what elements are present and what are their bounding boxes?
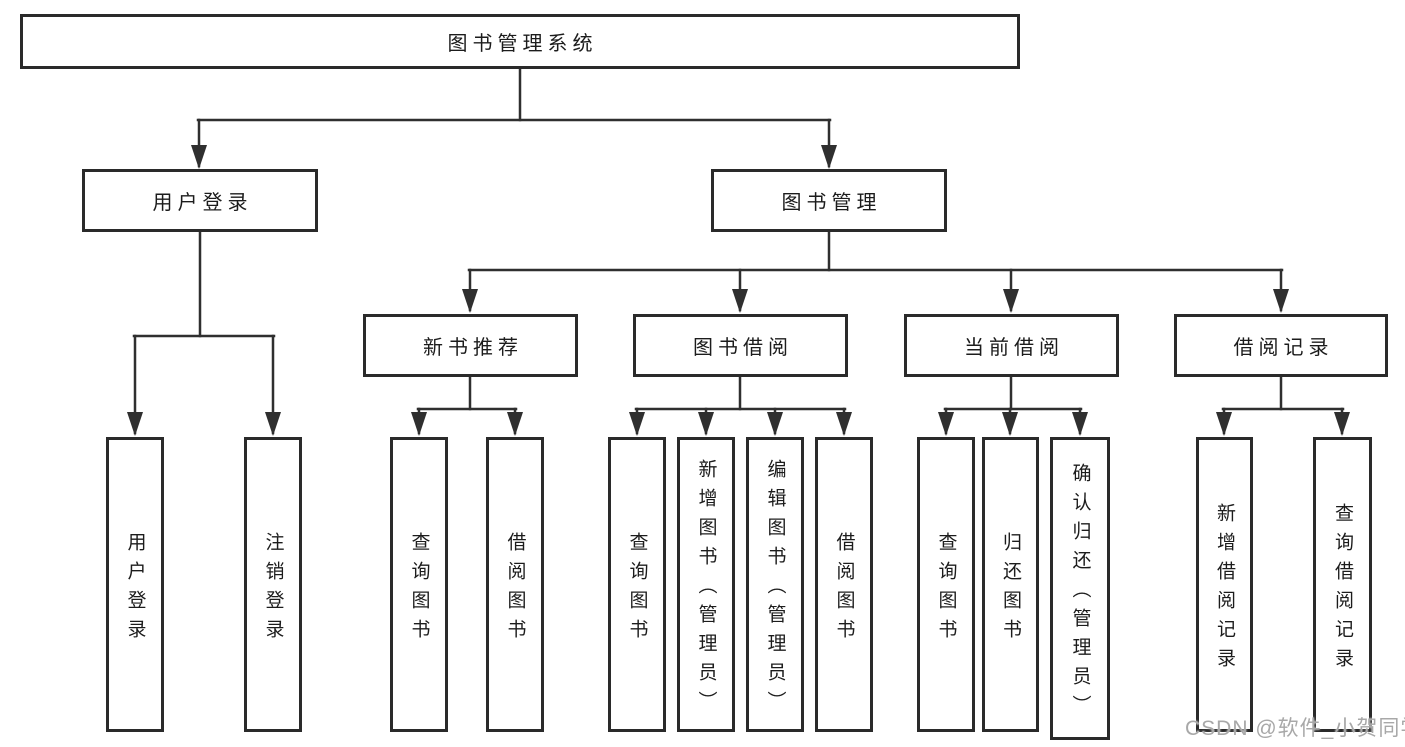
node-label: 图书管理 (781, 192, 882, 214)
node-label: 注销登录 (262, 531, 284, 648)
node-label: 确认归还（管理员） (1069, 463, 1091, 724)
leaf-nb-query-books: 查询图书 (390, 437, 448, 732)
node-root-book-management-system: 图书管理系统 (20, 14, 1020, 69)
leaf-cb-query-books: 查询图书 (917, 437, 975, 732)
leaf-bb-borrow-books: 借阅图书 (815, 437, 873, 732)
node-label: 查询图书 (408, 531, 430, 648)
node-new-book-recommend: 新书推荐 (363, 314, 578, 377)
leaf-nb-borrow-books: 借阅图书 (486, 437, 544, 732)
leaf-br-query-borrow-record: 查询借阅记录 (1313, 437, 1372, 732)
leaf-bb-edit-books-admin: 编辑图书（管理员） (746, 437, 804, 732)
node-label: 借阅图书 (833, 531, 855, 648)
node-label: 查询图书 (935, 531, 957, 648)
leaf-bb-add-books-admin: 新增图书（管理员） (677, 437, 735, 732)
csdn-watermark: CSDN @软件_小贺同学 (1185, 717, 1405, 740)
leaf-br-add-borrow-record: 新增借阅记录 (1196, 437, 1253, 732)
node-borrowing-records: 借阅记录 (1174, 314, 1388, 377)
node-label: 新书推荐 (423, 337, 523, 359)
leaf-cb-confirm-return-admin: 确认归还（管理员） (1050, 437, 1110, 740)
node-user-login: 用户登录 (82, 169, 318, 232)
node-label: 图书借阅 (693, 337, 793, 359)
node-current-borrowing: 当前借阅 (904, 314, 1119, 377)
leaf-user-login: 用户登录 (106, 437, 164, 732)
node-book-borrowing: 图书借阅 (633, 314, 848, 377)
node-label: 归还图书 (1000, 531, 1021, 648)
leaf-cb-return-books: 归还图书 (982, 437, 1039, 732)
leaf-logout: 注销登录 (244, 437, 302, 732)
node-label: 编辑图书（管理员） (764, 459, 786, 720)
node-label: 用户登录 (152, 192, 253, 214)
node-label: 借阅记录 (1233, 337, 1334, 359)
arrowheads (127, 145, 1350, 436)
leaf-bb-query-books: 查询图书 (608, 437, 666, 732)
node-label: 查询图书 (626, 531, 648, 648)
node-label: 新增图书（管理员） (695, 459, 717, 720)
node-label: 用户登录 (124, 531, 146, 648)
node-label: 借阅图书 (504, 531, 526, 648)
node-book-management: 图书管理 (711, 169, 947, 232)
node-label: 当前借阅 (964, 337, 1064, 359)
node-label: 图书管理系统 (447, 33, 598, 55)
node-label: 新增借阅记录 (1214, 502, 1235, 677)
node-label: 查询借阅记录 (1332, 502, 1353, 677)
